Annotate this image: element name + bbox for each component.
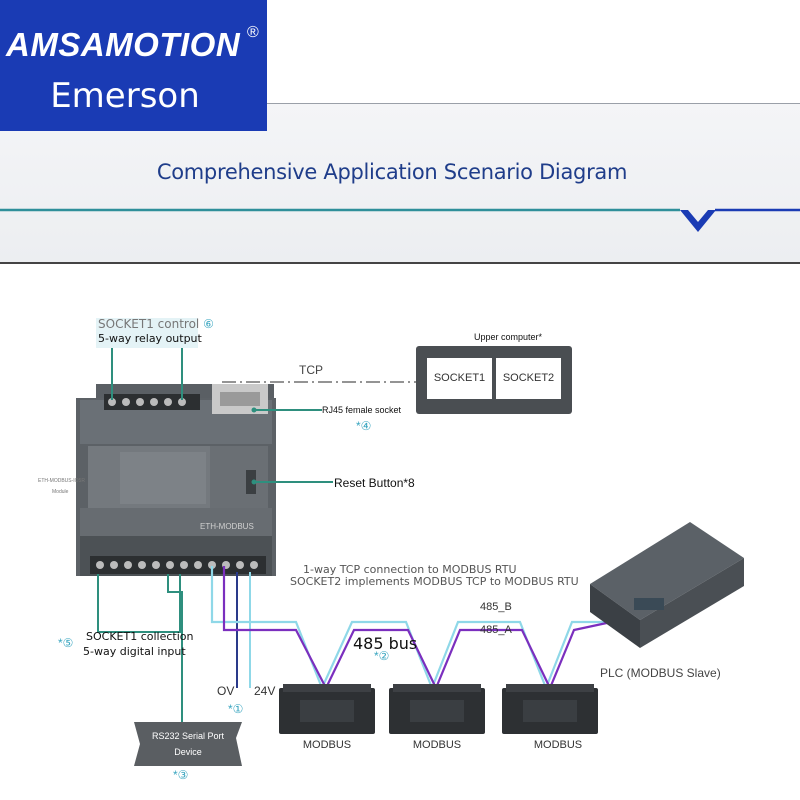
socket2-label: SOCKET2 <box>502 372 555 384</box>
tcp-label: TCP <box>299 363 323 377</box>
modbus-label-1: MODBUS <box>302 739 352 751</box>
band-divider-bottom <box>0 262 800 264</box>
module-small-label-2: Module <box>52 489 69 495</box>
pointer-lines <box>97 348 333 722</box>
title-rule <box>0 208 800 232</box>
socket1-control-label: SOCKET1 control ⑥ <box>98 317 214 331</box>
bus-485a-label: 485_A <box>480 624 512 636</box>
eth-modbus-module <box>76 384 276 576</box>
brand-registered-mark: ® <box>247 24 259 41</box>
diagram-title: Comprehensive Application Scenario Diagr… <box>156 160 628 184</box>
socket1-control-box <box>96 318 198 348</box>
bus-485b-label: 485_B <box>480 601 512 613</box>
band-divider-top <box>267 103 800 104</box>
bus-485-label: 485 bus <box>353 634 418 653</box>
rs232-device <box>134 722 242 766</box>
plc-label: PLC (MODBUS Slave) <box>600 666 721 680</box>
badge-3: *③ <box>173 768 189 782</box>
upper-computer-label: Upper computer* <box>474 332 543 342</box>
rj45-label: RJ45 female socket <box>322 405 402 415</box>
rs232-label-1: RS232 Serial Port <box>151 731 225 741</box>
module-face-label: ETH-MODBUS <box>200 522 254 531</box>
badge-2: *② <box>374 649 390 663</box>
socket1-label: SOCKET1 <box>433 372 486 384</box>
reset-button-label: Reset Button*8 <box>334 476 415 490</box>
plc-device <box>590 522 744 648</box>
upper-computer <box>416 346 572 414</box>
chevron-down-icon <box>680 210 716 232</box>
reset-button <box>246 470 256 494</box>
rs232-label-2: Device <box>174 747 202 757</box>
modbus-label-2: MODBUS <box>412 739 462 751</box>
brand-logo-box: AMSAMOTION ® Emerson <box>0 0 267 131</box>
tcp-connection-label-1: 1-way TCP connection to MODBUS RTU <box>303 563 517 576</box>
badge-1: *① <box>228 702 244 716</box>
tcp-connection-label-2: SOCKET2 implements MODBUS TCP to MODBUS … <box>290 575 579 588</box>
socket1-collection-label: SOCKET1 collection <box>86 630 194 643</box>
badge-4: *④ <box>356 419 372 433</box>
modbus-label-3: MODBUS <box>533 739 583 751</box>
badge-5: *⑤ <box>58 636 74 650</box>
socket1-control-text: SOCKET1 control <box>98 317 200 331</box>
bus-485a-line <box>222 566 631 691</box>
modbus-device-3 <box>502 684 598 734</box>
ov-label: OV <box>217 684 235 698</box>
brand-name: AMSAMOTION <box>6 26 241 63</box>
modbus-device-1 <box>279 684 375 734</box>
module-small-label-1: ETH-MODBUS-IO5R <box>38 478 85 484</box>
brand-subtitle: Emerson <box>50 76 200 116</box>
digital-input-label: 5-way digital input <box>83 645 186 658</box>
24v-label: 24V <box>254 684 276 698</box>
badge-6: ⑥ <box>203 317 214 331</box>
relay-output-label: 5-way relay output <box>98 332 202 345</box>
modbus-device-2 <box>389 684 485 734</box>
